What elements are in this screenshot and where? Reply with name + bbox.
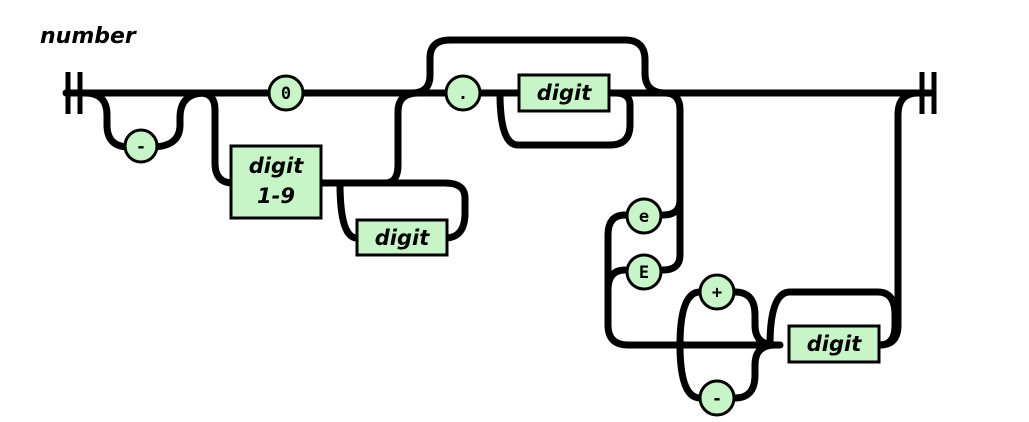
- minus-sign-label: -: [136, 137, 146, 157]
- int-digit-label: digit: [375, 226, 430, 250]
- zero-node: 0: [267, 74, 305, 112]
- minus-sign-node: -: [123, 128, 159, 164]
- frac-digit-label: digit: [537, 81, 592, 105]
- exp-plus-label: +: [712, 283, 722, 303]
- exp-plus-node: +: [698, 273, 736, 311]
- exp-minus-label: -: [712, 389, 722, 409]
- exp-e-lower-label: e: [639, 207, 649, 227]
- dot-node: .: [444, 74, 482, 112]
- int-digit-node: digit: [355, 218, 449, 257]
- end-terminator: [919, 72, 937, 114]
- dot-label: .: [458, 84, 468, 104]
- exp-e-upper-node: E: [625, 253, 663, 291]
- exp-minus-node: -: [698, 379, 736, 417]
- digit-1-9-label-line2: 1-9: [257, 184, 295, 208]
- exp-digit-label: digit: [807, 332, 862, 356]
- start-terminator: [65, 72, 83, 114]
- tracks: [62, 36, 934, 402]
- diagram-title: number: [40, 24, 136, 49]
- exp-e-lower-node: e: [625, 197, 663, 235]
- digit-1-9-node: digit 1-9: [229, 144, 323, 220]
- digit-1-9-label-line1: digit: [249, 154, 304, 178]
- exp-e-upper-label: E: [639, 263, 649, 283]
- exp-digit-node: digit: [787, 324, 881, 364]
- zero-label: 0: [281, 84, 291, 104]
- frac-digit-node: digit: [517, 73, 611, 113]
